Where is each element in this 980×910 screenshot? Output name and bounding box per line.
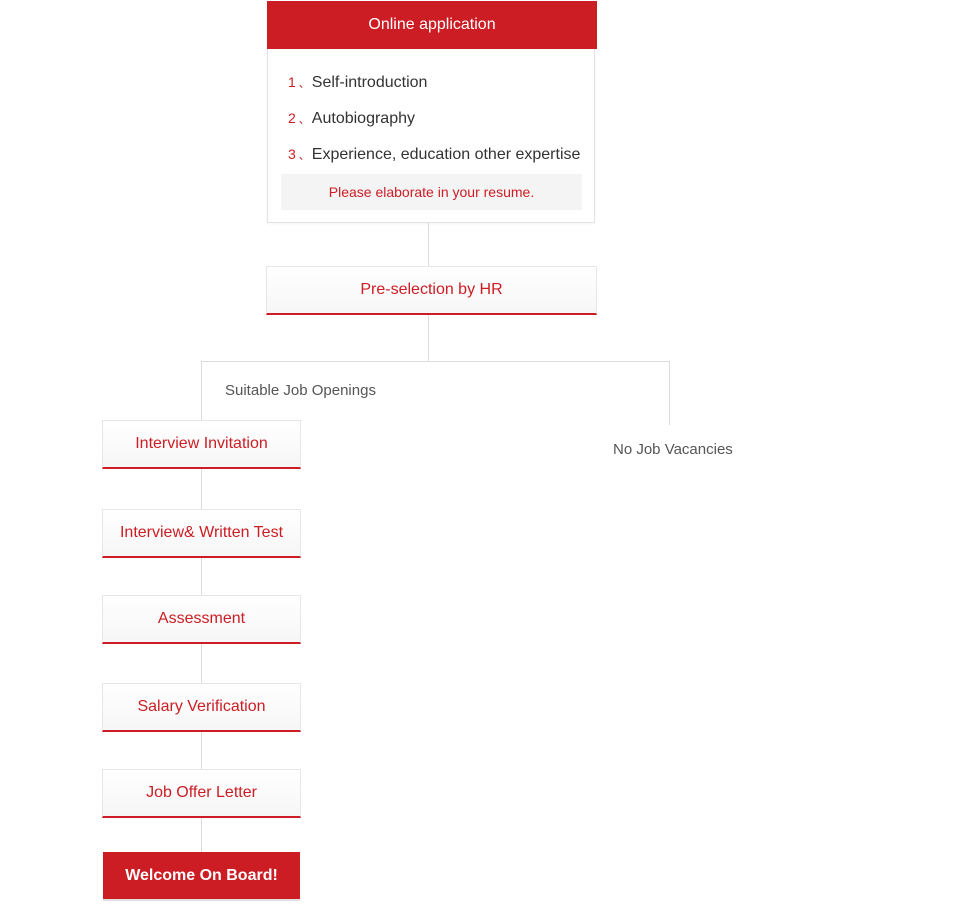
- no-job-vacancies-label: No Job Vacancies: [613, 441, 733, 458]
- suitable-job-openings-label: Suitable Job Openings: [225, 382, 376, 399]
- connector-step-4-5: [201, 732, 202, 770]
- requirement-item-2: 2、Autobiography: [288, 110, 415, 128]
- salary-verification-step: Salary Verification: [102, 683, 301, 732]
- welcome-on-board-step: Welcome On Board!: [103, 852, 300, 901]
- requirement-separator: 、: [298, 150, 310, 162]
- requirement-label: Self-introduction: [311, 74, 428, 91]
- requirement-label: Experience, education other expertise: [311, 146, 581, 163]
- connector-branch-horizontal: [201, 361, 670, 362]
- requirement-label: Autobiography: [311, 110, 415, 127]
- online-application-title: Online application: [267, 1, 597, 49]
- connector-branch-right: [669, 361, 670, 425]
- connector-preselection-to-branch: [428, 315, 429, 361]
- connector-application-to-preselection: [428, 223, 429, 267]
- connector-step-3-4: [201, 644, 202, 684]
- connector-branch-left: [201, 361, 202, 421]
- requirement-item-3: 3、Experience, education other expertise: [288, 146, 580, 164]
- connector-step-1-2: [201, 469, 202, 510]
- requirement-separator: 、: [298, 78, 310, 90]
- interview-written-test-step: Interview& Written Test: [102, 509, 301, 558]
- requirement-number: 2: [288, 110, 296, 126]
- job-offer-letter-step: Job Offer Letter: [102, 769, 301, 818]
- resume-note: Please elaborate in your resume.: [281, 174, 582, 210]
- connector-step-5-final: [201, 818, 202, 853]
- requirement-item-1: 1、Self-introduction: [288, 74, 427, 92]
- assessment-step: Assessment: [102, 595, 301, 644]
- requirement-number: 3: [288, 146, 296, 162]
- requirement-number: 1: [288, 74, 296, 90]
- interview-invitation-step: Interview Invitation: [102, 420, 301, 469]
- preselection-step: Pre-selection by HR: [266, 266, 597, 315]
- online-application-card: Online application 1、Self-introduction 2…: [267, 1, 597, 223]
- connector-step-2-3: [201, 558, 202, 596]
- requirement-separator: 、: [298, 114, 310, 126]
